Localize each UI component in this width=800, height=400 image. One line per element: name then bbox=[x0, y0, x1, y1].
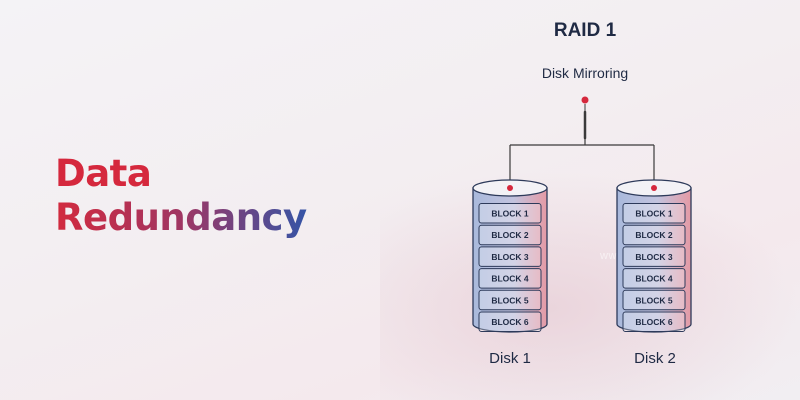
disk-2: BLOCK 1 BLOCK 2 BLOCK 3 BLOCK 4 BLOCK 5 BLOCK… bbox=[616, 179, 692, 333]
block-4 bbox=[622, 268, 686, 289]
block-1 bbox=[478, 203, 542, 224]
headline-line-1: Data bbox=[55, 152, 152, 195]
block-5 bbox=[622, 289, 686, 311]
source-dot bbox=[581, 96, 589, 104]
block-6 bbox=[478, 311, 542, 332]
block-4-label: BLOCK 4 bbox=[491, 274, 529, 284]
block-2 bbox=[622, 224, 686, 246]
block-2-label: BLOCK 2 bbox=[491, 230, 529, 240]
block-4 bbox=[478, 268, 542, 289]
block-6-label: BLOCK 6 bbox=[491, 317, 529, 327]
diagram-subtitle: Disk Mirroring bbox=[541, 65, 629, 81]
block-5-label: BLOCK 5 bbox=[635, 295, 673, 305]
disk-1: BLOCK 1 BLOCK 2 BLOCK 3 BLOCK 4 BLOCK 5 BLOCK… bbox=[472, 179, 548, 333]
block-5 bbox=[478, 289, 542, 311]
block-6 bbox=[622, 311, 686, 332]
block-1-label: BLOCK 1 bbox=[491, 208, 529, 218]
block-2-label: BLOCK 2 bbox=[635, 230, 673, 240]
block-5-label: BLOCK 5 bbox=[491, 295, 529, 305]
block-1 bbox=[622, 203, 686, 224]
disk-2-label: Disk 2 bbox=[634, 350, 676, 367]
block-1-label: BLOCK 1 bbox=[635, 208, 673, 218]
block-3-label: BLOCK 3 bbox=[491, 252, 529, 262]
block-3 bbox=[478, 246, 542, 267]
disk-input-dot bbox=[651, 185, 657, 191]
block-2 bbox=[478, 224, 542, 246]
block-3 bbox=[622, 246, 686, 267]
headline: Data Redundancy bbox=[55, 152, 307, 240]
headline-line-2: Redundancy bbox=[55, 196, 307, 239]
mirroring-connector bbox=[509, 96, 655, 188]
block-6-label: BLOCK 6 bbox=[635, 317, 673, 327]
block-3-label: BLOCK 3 bbox=[635, 252, 673, 262]
block-4-label: BLOCK 4 bbox=[635, 274, 673, 284]
disk-1-label: Disk 1 bbox=[489, 350, 531, 367]
diagram-title: RAID 1 bbox=[553, 20, 617, 41]
disk-input-dot bbox=[507, 185, 513, 191]
